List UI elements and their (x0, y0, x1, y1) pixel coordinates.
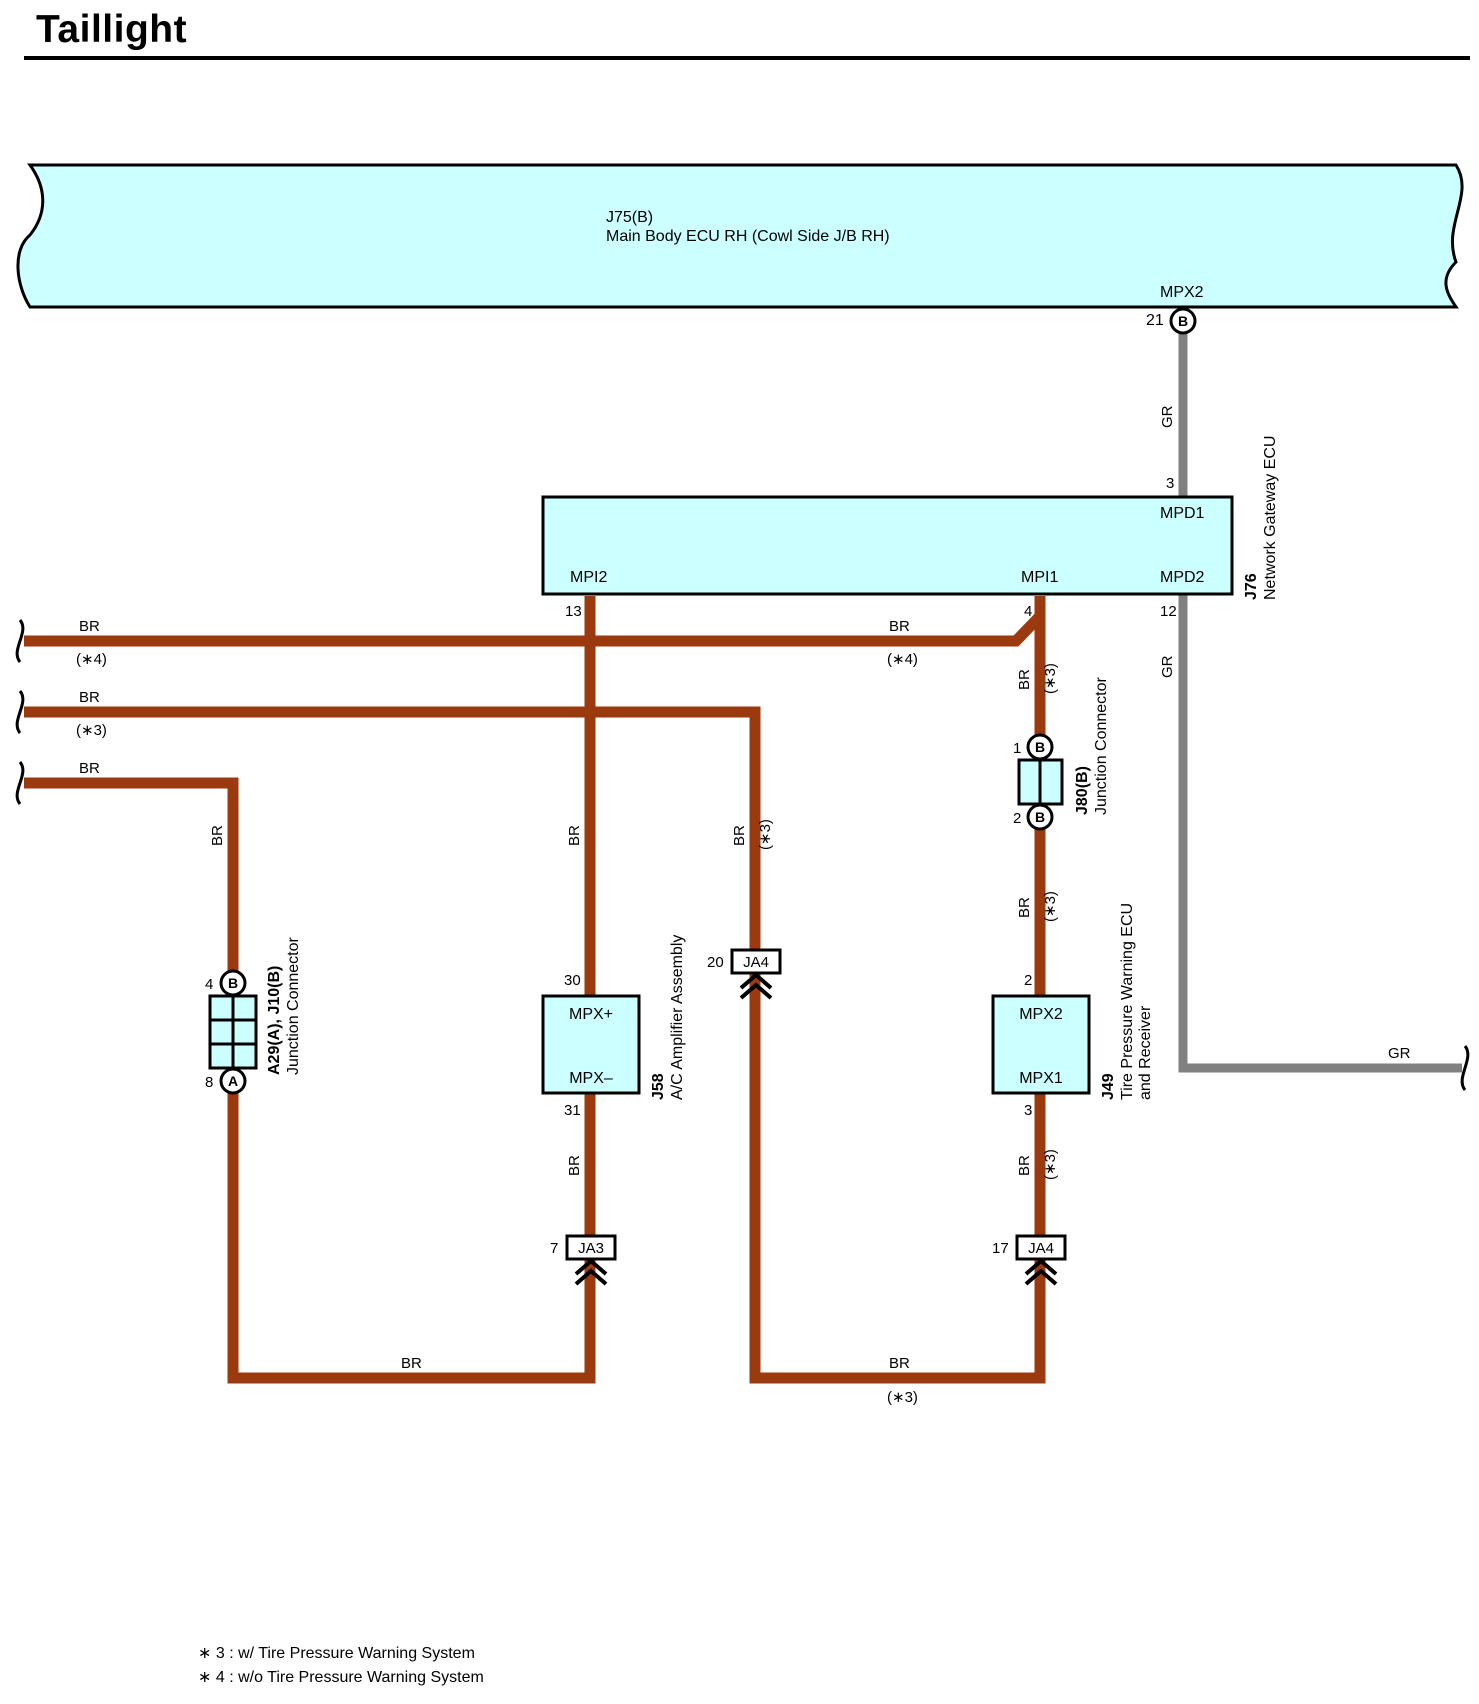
tpms-name-line2: and Receiver (1137, 1005, 1154, 1100)
tpms-pin-bottom-name: MPX1 (1019, 1070, 1063, 1087)
note4-top-right: (∗4) (887, 651, 918, 668)
br-wire-top (24, 596, 1046, 647)
br-label-v5: BR (1016, 669, 1033, 690)
main-body-ecu-name: Main Body ECU RH (Cowl Side J/B RH) (606, 228, 890, 245)
gateway-mpi1-name: MPI1 (1021, 569, 1058, 586)
tpms-pin-top-name: MPX2 (1019, 1006, 1063, 1023)
ja4-right-label: JA4 (1028, 1240, 1054, 1257)
title-rule (24, 56, 1470, 60)
br-label-top-right: BR (889, 618, 910, 635)
a29-name: Junction Connector (285, 936, 302, 1075)
tpms-pin-2: 2 (1024, 972, 1032, 989)
main-body-ecu-code: J75(B) (606, 209, 653, 226)
note3-v6: (∗3) (1042, 891, 1059, 922)
footnote-3: ∗ 3 : w/ Tire Pressure Warning System (198, 1645, 475, 1662)
br-label-v4: BR (731, 825, 748, 846)
main-body-ecu-pin-number: 21 (1146, 312, 1164, 329)
footnote-4: ∗ 4 : w/o Tire Pressure Warning System (198, 1669, 484, 1686)
ja4-left-chevron-icon (739, 972, 773, 1000)
ac-amp-code: J58 (650, 1073, 667, 1100)
br-label-bottom-right: BR (889, 1355, 910, 1372)
br-wire-lower (24, 596, 596, 1384)
gateway-pin-3: 3 (1166, 475, 1174, 492)
ac-amp-pin-31: 31 (564, 1102, 581, 1119)
tpms-name-line1: Tire Pressure Warning ECU (1119, 903, 1136, 1100)
a29-connector-bottom-letter: A (228, 1073, 238, 1089)
ja3-label: JA3 (578, 1240, 604, 1257)
main-body-ecu-pin-name: MPX2 (1160, 284, 1204, 301)
note4-top-left: (∗4) (76, 651, 107, 668)
ac-amplifier-block[interactable] (541, 994, 641, 1095)
gateway-ecu-code: J76 (1243, 573, 1260, 600)
ja4-left-label: JA4 (743, 954, 769, 971)
page-title: Taillight (36, 8, 188, 51)
a29-code: A29(A), J10(B) (266, 966, 283, 1075)
note3-bottom-right: (∗3) (887, 1389, 918, 1406)
gateway-ecu-block[interactable] (541, 495, 1234, 596)
ja4-left-pin: 20 (707, 954, 724, 971)
note3-v7: (∗3) (1042, 1149, 1059, 1180)
ja3-pin: 7 (550, 1240, 558, 1257)
j80-pin-1: 1 (1013, 740, 1021, 757)
gr-wire (1178, 321, 1462, 1073)
wire-break-3 (15, 761, 25, 805)
gr-wire-break (1460, 1045, 1470, 1091)
ac-amp-name: A/C Amplifier Assembly (669, 935, 686, 1100)
ja4-right-pin: 17 (992, 1240, 1009, 1257)
j80-connector-top-letter: B (1035, 739, 1045, 755)
main-body-ecu-connector (1169, 307, 1197, 335)
br-label-lower: BR (79, 760, 100, 777)
br-label-v2: BR (566, 825, 583, 846)
note3-v4: (∗3) (757, 819, 774, 850)
a29-connector-bottom (219, 1067, 247, 1095)
ac-amp-pin-top-name: MPX+ (569, 1006, 613, 1023)
gateway-mpd2-name: MPD2 (1160, 569, 1205, 586)
j80-code: J80(B) (1074, 766, 1091, 815)
footnotes: ∗ 3 : w/ Tire Pressure Warning System ∗ … (198, 1642, 484, 1690)
a29-connector-top-letter: B (228, 975, 238, 991)
ja4-right-chevron-icon (1024, 1258, 1058, 1286)
j80-connector-bottom (1026, 803, 1054, 831)
br-label-top-left: BR (79, 618, 100, 635)
ja3-chevron-icon (574, 1258, 608, 1286)
gr-label-lower: GR (1159, 655, 1176, 678)
gateway-pin-12: 12 (1160, 603, 1177, 620)
wire-break-1 (15, 619, 25, 663)
main-body-ecu-block[interactable] (16, 163, 1464, 309)
tpms-code: J49 (1100, 1073, 1117, 1100)
j80-connector-bottom-letter: B (1035, 809, 1045, 825)
br-label-middle: BR (79, 689, 100, 706)
note3-v5: (∗3) (1042, 663, 1059, 694)
a29-pin-4: 4 (205, 976, 213, 993)
gateway-mpd1-name: MPD1 (1160, 505, 1205, 522)
ac-amp-pin-bottom-name: MPX– (569, 1070, 613, 1087)
gr-label-right: GR (1388, 1045, 1411, 1062)
j80-pin-2: 2 (1013, 810, 1021, 827)
br-label-v7: BR (1016, 1155, 1033, 1176)
br-wire-middle (24, 596, 1046, 1384)
note3-middle: (∗3) (76, 722, 107, 739)
main-body-ecu-connector-letter: B (1178, 313, 1188, 329)
br-label-v3: BR (566, 1155, 583, 1176)
br-label-v6: BR (1016, 897, 1033, 918)
tpms-pin-3: 3 (1024, 1102, 1032, 1119)
j80-name: Junction Connector (1093, 676, 1110, 815)
a29-pin-8: 8 (205, 1074, 213, 1091)
gateway-pin-4: 4 (1024, 603, 1032, 620)
gateway-mpi2-name: MPI2 (570, 569, 607, 586)
gr-label-upper: GR (1159, 405, 1176, 428)
wire-break-2 (15, 690, 25, 734)
gateway-ecu-name: Network Gateway ECU (1262, 436, 1279, 601)
br-label-bottom-left: BR (401, 1355, 422, 1372)
gateway-pin-13: 13 (565, 603, 582, 620)
br-label-v1: BR (209, 825, 226, 846)
tpms-ecu-block[interactable] (991, 994, 1091, 1095)
ac-amp-pin-30: 30 (564, 972, 581, 989)
